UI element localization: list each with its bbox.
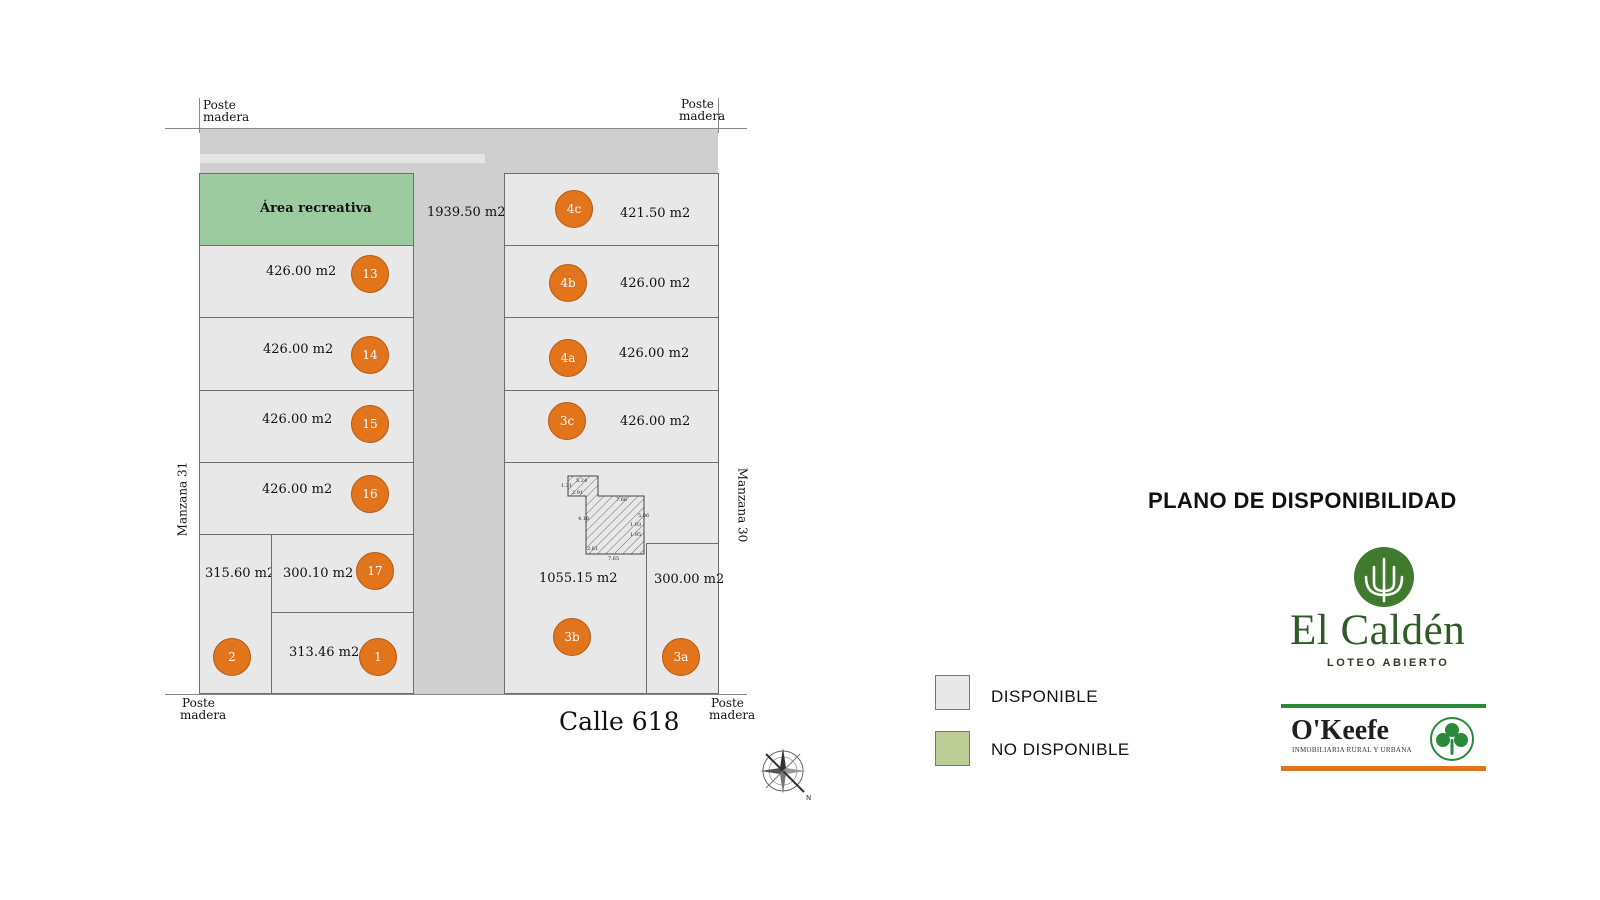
lot-3c[interactable] <box>504 390 719 463</box>
okeefe-top-bar <box>1281 704 1486 708</box>
central-strip <box>414 173 504 694</box>
post-label: Poste <box>203 98 236 112</box>
top-road-stripe <box>200 154 485 163</box>
lot-4b-badge[interactable]: 4b <box>549 264 587 302</box>
building-dim: 4.16 <box>578 516 589 522</box>
lot-17-badge[interactable]: 17 <box>356 552 394 590</box>
lot-15-badge[interactable]: 15 <box>351 405 389 443</box>
lot-3a-area: 300.00 m2 <box>654 572 725 587</box>
lot-4c-badge[interactable]: 4c <box>555 190 593 228</box>
compass-rose-icon: N <box>760 748 811 802</box>
tree-logo-icon <box>1354 547 1414 607</box>
lot-16-area: 426.00 m2 <box>262 482 333 497</box>
building-dim: 5.06 <box>638 513 649 519</box>
okeefe-tagline: INMOBILIARIA RURAL Y URBANA <box>1292 746 1412 754</box>
post-material: madera <box>709 708 756 722</box>
lot-2-area: 315.60 m2 <box>205 566 276 581</box>
lot-3b-badge[interactable]: 3b <box>553 618 591 656</box>
lot-4b-area: 426.00 m2 <box>620 276 691 291</box>
lot-4c[interactable] <box>504 173 719 246</box>
post-label: Poste <box>711 696 744 710</box>
street-label: Calle 618 <box>559 707 680 736</box>
left-post-line-top <box>199 98 200 133</box>
block-left-label: Manzana 31 <box>175 461 190 537</box>
top-road <box>200 129 718 173</box>
building-dim: 5.24 <box>576 478 587 484</box>
lot-4a-badge[interactable]: 4a <box>549 339 587 377</box>
building-dim: 1.95 <box>630 532 641 538</box>
recreational-area[interactable] <box>199 173 414 246</box>
legend-swatch-unavailable <box>935 731 970 766</box>
lot-3c-area: 426.00 m2 <box>620 414 691 429</box>
lot-3a-badge[interactable]: 3a <box>662 638 700 676</box>
block-right-label: Manzana 30 <box>735 467 750 543</box>
post-label: Poste <box>681 97 714 111</box>
lot-17-area: 300.10 m2 <box>283 566 354 581</box>
lot-1-area: 313.46 m2 <box>289 645 360 660</box>
post-bottom-right: Poste madera <box>709 697 755 721</box>
top-boundary-line <box>165 128 747 129</box>
brand-tagline: LOTEO ABIERTO <box>1327 657 1450 669</box>
building-dim: 1.31 <box>561 483 572 489</box>
legend-swatch-available <box>935 675 970 710</box>
lot-13-area: 426.00 m2 <box>266 264 337 279</box>
legend-label-available: DISPONIBLE <box>991 687 1099 706</box>
lot-16-badge[interactable]: 16 <box>351 475 389 513</box>
post-top-right: Poste madera <box>679 98 725 122</box>
shamrock-logo-icon <box>1430 717 1474 761</box>
building-dim: 2.61 <box>587 546 598 552</box>
lot-3c-badge[interactable]: 3c <box>548 402 586 440</box>
lot-2-badge[interactable]: 2 <box>213 638 251 676</box>
svg-text:N: N <box>806 794 811 802</box>
building-dim: 1.03 <box>630 522 641 528</box>
lot-4c-area: 421.50 m2 <box>620 206 691 221</box>
right-post-line-top <box>718 98 719 133</box>
central-strip-area: 1939.50 m2 <box>427 205 506 220</box>
brand-name: El Caldén <box>1290 607 1466 654</box>
post-label: Poste <box>182 696 215 710</box>
building-dim: 2.91 <box>572 490 583 496</box>
lot-3b-area: 1055.15 m2 <box>539 571 618 586</box>
lot-1-badge[interactable]: 1 <box>359 638 397 676</box>
lot-4b[interactable] <box>504 245 719 318</box>
lot-14-area: 426.00 m2 <box>263 342 334 357</box>
lot-15[interactable] <box>199 390 414 463</box>
bottom-boundary-line <box>165 694 747 695</box>
lot-1[interactable] <box>271 612 414 694</box>
recreational-area-label: Área recreativa <box>260 201 372 216</box>
building-dim: 7.66 <box>616 497 627 503</box>
page-title: PLANO DE DISPONIBILIDAD <box>1148 488 1457 513</box>
post-bottom-left: Poste madera <box>180 697 226 721</box>
lot-14-badge[interactable]: 14 <box>351 336 389 374</box>
okeefe-bottom-bar <box>1281 766 1486 771</box>
lot-13-badge[interactable]: 13 <box>351 255 389 293</box>
okeefe-name: O'Keefe <box>1291 715 1389 746</box>
existing-building: 5.24 1.31 2.91 7.66 5.06 1.03 1.95 4.16 … <box>561 475 649 562</box>
post-material: madera <box>180 708 227 722</box>
lot-15-area: 426.00 m2 <box>262 412 333 427</box>
lot-4a-area: 426.00 m2 <box>619 346 690 361</box>
building-dim: 7.65 <box>608 556 619 562</box>
post-material: madera <box>679 109 726 123</box>
post-top-left: Poste madera <box>203 99 249 123</box>
legend-label-unavailable: NO DISPONIBLE <box>991 740 1130 759</box>
post-material: madera <box>203 110 250 124</box>
